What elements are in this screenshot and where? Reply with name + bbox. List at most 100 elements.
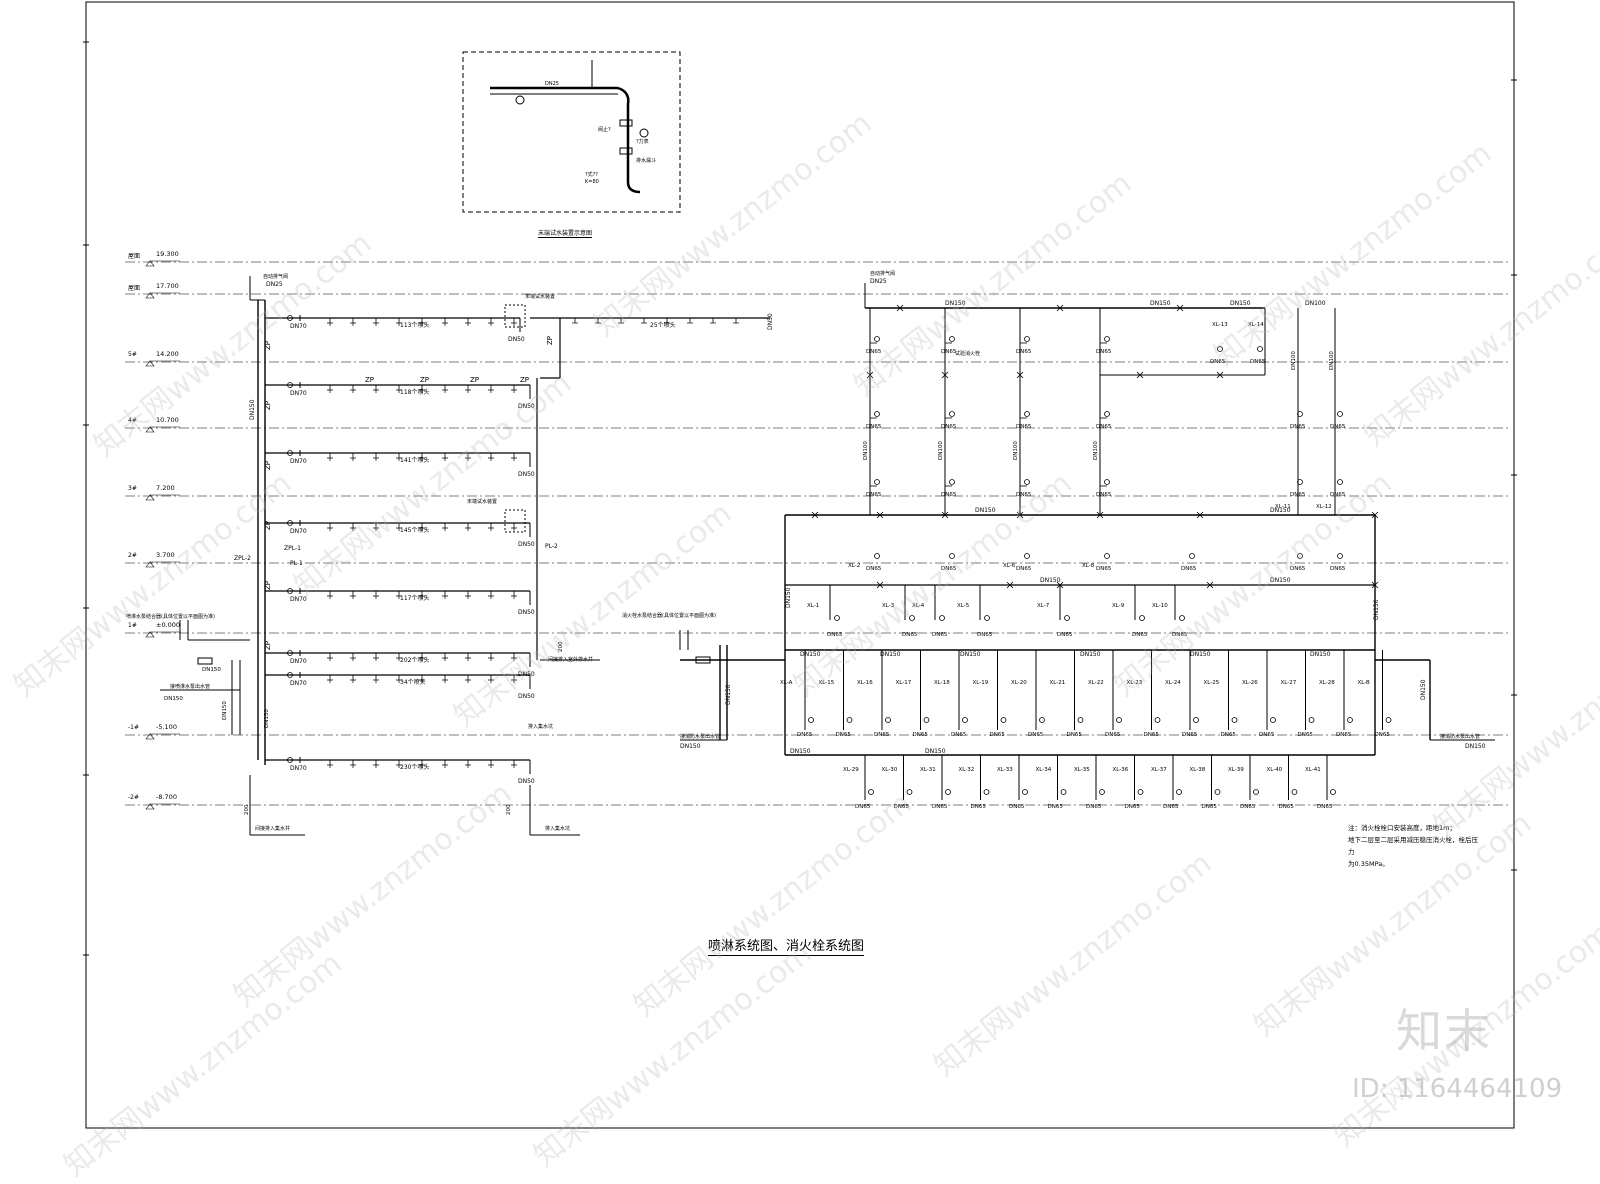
hydrant-id: XL-21: [1050, 680, 1066, 686]
hydrant-size-label: DN65: [866, 349, 882, 355]
gate-valve-icon: [941, 511, 949, 519]
gate-valve-icon: [1096, 511, 1104, 519]
vent-label: 自动排气阀: [263, 273, 288, 280]
end-size-label: DN50: [518, 693, 535, 700]
gate-valve-icon: [1196, 511, 1204, 519]
hydrant-icon: [1060, 789, 1067, 795]
sprinkler-head-icon: [442, 657, 448, 661]
branch-size-label: DN70: [290, 658, 307, 665]
sprinkler-head-icon: [350, 527, 356, 531]
hydrant-icon: [1179, 615, 1185, 621]
main-size-label: DN150: [725, 684, 732, 705]
sprinkler-head-icon: [419, 679, 425, 683]
level-name: 屋面: [128, 253, 141, 260]
end-size-label: DN50: [767, 313, 774, 330]
pipe-size-label: DN150: [164, 696, 183, 702]
main-size-label: DN150: [1190, 651, 1211, 658]
riser-tag: ZP: [264, 581, 272, 590]
riser-size-label: DN100: [1093, 441, 1099, 460]
sprinkler-head-icon: [465, 527, 471, 531]
sprinkler-head-icon: [442, 764, 448, 768]
level-name: 2#: [128, 552, 137, 559]
hydrant-icon: [1253, 789, 1259, 795]
hydrant-icon: [1024, 553, 1030, 559]
end-size-label: DN50: [518, 471, 535, 478]
hydrant-size-label: DN65: [894, 804, 910, 810]
elevation-marker: [145, 733, 155, 740]
sprinkler-head-icon: [396, 527, 402, 531]
hydrant-size-label: DN65: [1009, 804, 1025, 810]
hydrant-icon: [909, 615, 915, 621]
check-valve-icon: [197, 657, 213, 665]
sprinkler-head-icon: [419, 657, 425, 661]
hydrant-icon: [1297, 553, 1303, 559]
sprinkler-count: 230个喷头: [400, 763, 429, 771]
sprinkler-count: 34个喷头: [400, 678, 426, 686]
sprinkler-head-icon: [465, 457, 471, 461]
hydrant-id: XL-33: [997, 767, 1013, 773]
hydrant-icon: [939, 615, 945, 621]
hydrant-id: XL-28: [1319, 680, 1335, 686]
sprinkler-head-icon: [419, 322, 425, 326]
sprinkler-head-icon: [373, 389, 379, 393]
sprinkler-head-icon: [511, 657, 517, 661]
hydrant-icon: [846, 717, 853, 723]
sprinkler-head-icon: [511, 764, 517, 768]
hydrant-id: XL-A: [780, 680, 793, 686]
pump-connector-label: 消火栓水泵结合器(具体位置以平面图为准): [622, 612, 716, 619]
sprinkler-head-icon: [373, 679, 379, 683]
test-hydrant-label: 试验消火栓: [955, 350, 980, 357]
hydrant-id: XL-1: [807, 603, 819, 609]
riser-size-label: DN100: [1291, 351, 1297, 370]
hydrant-icon: [874, 336, 880, 342]
hydrant-id: XL-31: [920, 767, 936, 773]
svg-text:排水漏斗: 排水漏斗: [636, 157, 656, 164]
sprinkler-head-icon: [511, 389, 517, 393]
main-size-label: DN150: [1373, 599, 1380, 620]
gate-valve-icon: [866, 371, 874, 379]
hydrant-id: XL-23: [1127, 680, 1143, 686]
note-line-1: 注：消火栓栓口安装高度，距地1m；: [1348, 824, 1456, 832]
branch-size-label: DN70: [290, 765, 307, 772]
hydrant-size-label: DN65: [1016, 492, 1032, 498]
hydrant-icon: [1214, 789, 1221, 795]
hydrant-icon: [906, 789, 913, 795]
gate-valve-icon: [811, 511, 819, 519]
hydrant-size-label: DN65: [1016, 349, 1032, 355]
hydrant-size-label: DN65: [836, 732, 852, 738]
hydrant-id: XL-41: [1305, 767, 1321, 773]
riser-id: PL-1: [290, 560, 303, 567]
riser-id: ZPL-1: [284, 545, 301, 552]
level-elevation: 17.700: [156, 282, 179, 290]
level-lines: [125, 260, 1510, 810]
hydrant-size-label: DN65: [1057, 632, 1073, 638]
hydrant-id: XL-8: [1082, 563, 1095, 569]
sprinkler-head-icon: [396, 595, 402, 599]
level-elevation: 7.200: [156, 484, 175, 492]
drain-label: 排入集水坑: [528, 723, 553, 730]
hydrant-size-label: DN65: [1096, 492, 1112, 498]
hydrant-icon: [808, 717, 814, 723]
hydrant-id: XL-38: [1190, 767, 1206, 773]
hydrant-size-label: DN65: [1182, 732, 1198, 738]
alarm-valve-icon: [287, 450, 293, 456]
elevation-marker: [145, 360, 155, 367]
hydrant-size-label: DN65: [932, 804, 948, 810]
riser-tag: ZP: [264, 401, 272, 410]
main-size-label: DN150: [785, 587, 792, 608]
gate-valve-icon: [1371, 511, 1379, 519]
level-name: 1#: [128, 622, 137, 629]
hydrant-size-label: DN65: [1144, 732, 1160, 738]
pipe-size-label: DN25: [870, 278, 887, 285]
hydrant-icon: [1297, 411, 1303, 417]
gate-valve-icon: [1016, 511, 1024, 519]
hydrant-size-label: DN65: [1210, 359, 1226, 365]
hydrant-icon: [1176, 789, 1182, 795]
hydrant-size-label: DN65: [1298, 732, 1314, 738]
sprinkler-head-icon: [419, 457, 425, 461]
riser-tag: ZP: [470, 376, 479, 384]
hydrant-icon: [1024, 479, 1030, 485]
sprinkler-head-icon: [511, 679, 517, 683]
hydrant-size-label: DN65: [1067, 732, 1083, 738]
vent-label: 自动排气阀: [870, 270, 895, 277]
